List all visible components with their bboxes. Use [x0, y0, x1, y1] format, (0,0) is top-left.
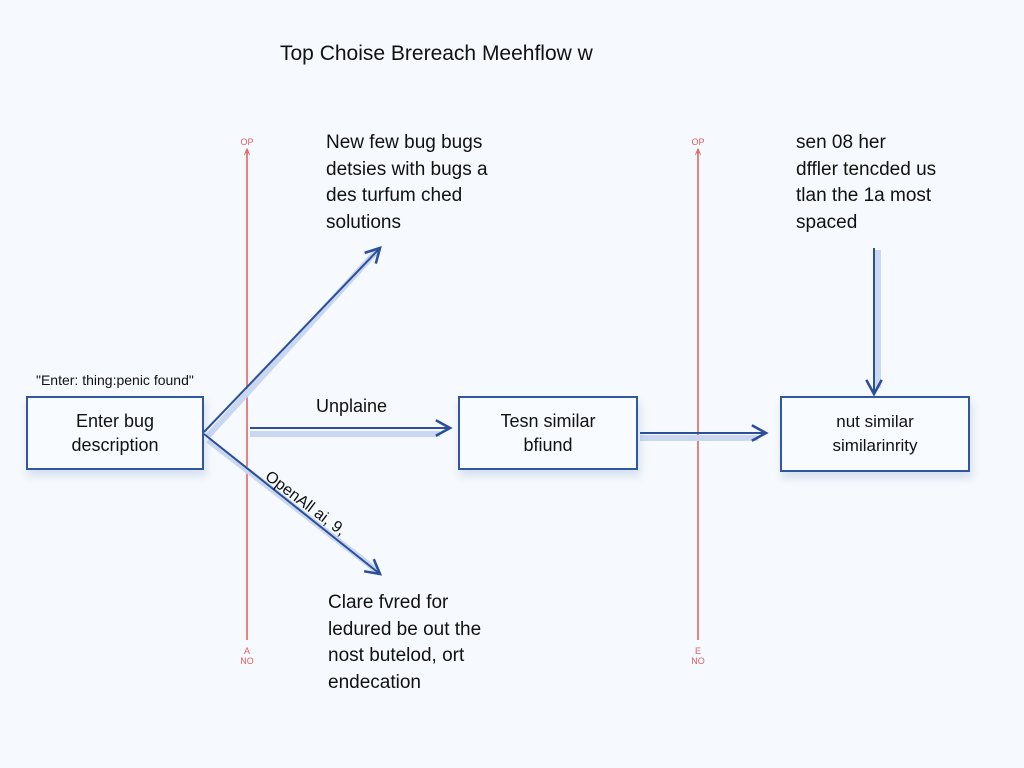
note-top-middle: New few bug bugs detsies with bugs a des… [326, 132, 488, 233]
diagram-title: Top Choise Brereach Meehflow w [280, 42, 593, 65]
marker-right-bottom: E NO [691, 646, 705, 666]
input-quote-label: "Enter: thing:penic found" [36, 372, 194, 388]
edge-label-unplaine: Unplaine [316, 396, 388, 416]
marker-left-top: OP A [240, 137, 254, 157]
enter-bug-description-box: Enter bug description [26, 396, 204, 470]
similar-found-box: Tesn similar bfiund [458, 396, 638, 470]
arrow-to-bottom-note [203, 433, 380, 574]
note-bottom-middle: Clare fvred for ledured be out the nost … [328, 592, 482, 693]
marker-left-bottom: A NO [240, 646, 254, 666]
marker-right-top: OP A [691, 137, 705, 157]
arrow-to-top-note [203, 248, 380, 433]
note-top-right: sen 08 her dffler tencded us tlan the 1a… [796, 132, 937, 233]
similarity-box: nut similar similarinrity [780, 396, 970, 472]
